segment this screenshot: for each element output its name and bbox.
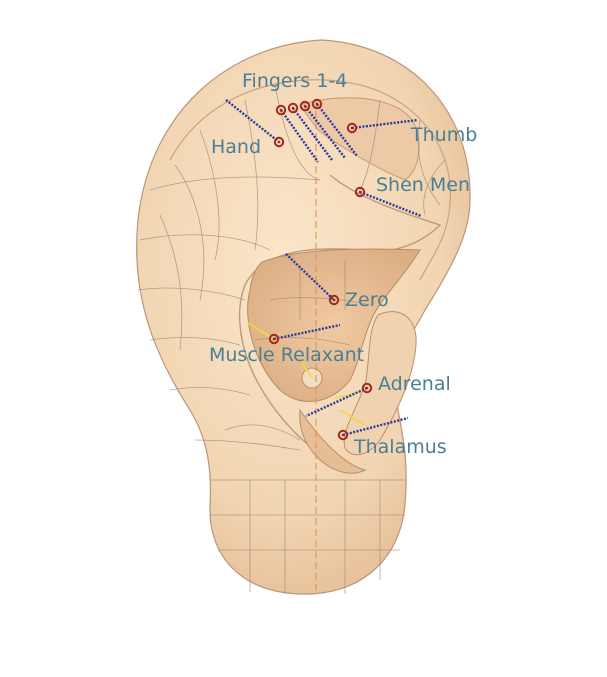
label-thalamus: Thalamus bbox=[354, 436, 447, 458]
intertragic-notch bbox=[299, 408, 367, 474]
leader-finger-3 bbox=[304, 105, 346, 159]
point-hand bbox=[273, 136, 285, 148]
leader-thalamus bbox=[342, 416, 409, 437]
point-finger-4 bbox=[311, 98, 323, 110]
leader-zero bbox=[285, 253, 335, 301]
label-muscle-relaxant: Muscle Relaxant bbox=[209, 344, 365, 366]
acupoint-centers bbox=[272, 102, 369, 437]
tragus bbox=[343, 311, 417, 456]
point-thalamus bbox=[337, 429, 349, 441]
label-adrenal: Adrenal bbox=[378, 373, 451, 395]
label-zero: Zero bbox=[345, 289, 389, 311]
leader-muscle-relaxant bbox=[273, 323, 341, 341]
point-adrenal bbox=[361, 382, 373, 394]
leader-finger-4 bbox=[316, 103, 358, 157]
leader-shen-men bbox=[359, 190, 422, 218]
leader-adrenal bbox=[305, 386, 368, 418]
leader-finger-2 bbox=[292, 107, 333, 161]
label-shen-men: Shen Men bbox=[376, 174, 470, 196]
point-finger-1 bbox=[275, 104, 287, 116]
label-thumb: Thumb bbox=[411, 124, 478, 146]
point-thumb bbox=[346, 122, 358, 134]
leader-thumb bbox=[351, 118, 419, 130]
antihelix bbox=[238, 174, 442, 463]
point-muscle-relaxant bbox=[268, 333, 280, 345]
leader-lines bbox=[225, 99, 422, 437]
label-fingers: Fingers 1-4 bbox=[242, 70, 348, 92]
leader-hand bbox=[225, 99, 280, 143]
point-zero bbox=[328, 294, 340, 306]
helix-fold bbox=[169, 79, 452, 281]
leader-finger-1 bbox=[280, 109, 319, 163]
label-hand: Hand bbox=[211, 136, 262, 158]
point-shen-men bbox=[354, 186, 366, 198]
point-finger-2 bbox=[287, 102, 299, 114]
point-finger-3 bbox=[299, 100, 311, 112]
acupoints bbox=[268, 98, 373, 441]
